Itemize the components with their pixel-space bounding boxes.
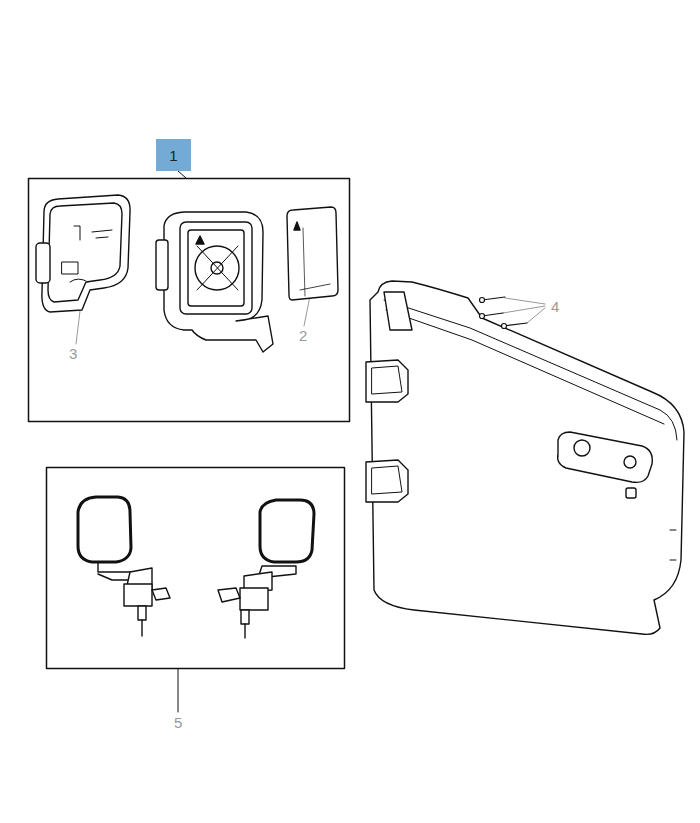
bolt: [482, 313, 503, 316]
bolt: [482, 297, 505, 300]
group-frame: [29, 179, 350, 669]
mirror-cover: [36, 243, 50, 283]
door-panel: [370, 281, 684, 634]
leader-line: [304, 296, 310, 326]
mirror-assembly: [78, 497, 314, 638]
mirror-glass: [287, 207, 338, 300]
mirror-assembly: [218, 588, 240, 602]
bolt: [480, 314, 485, 319]
door-panel: [366, 460, 408, 502]
callout-number: 4: [550, 299, 560, 314]
leader-line: [178, 669, 179, 712]
door-panel: [366, 281, 684, 634]
callout-box: 1: [156, 139, 191, 171]
mirror-assembly: [152, 588, 170, 600]
callout-number: 5: [173, 715, 183, 730]
door-panel: [372, 466, 402, 494]
mirror-cover: [42, 195, 130, 312]
mirror-assembly: [244, 624, 245, 638]
bolt: [480, 298, 485, 303]
mirror-housing: [156, 212, 273, 352]
door-panel: [624, 456, 636, 468]
callout-number: 1: [169, 148, 177, 163]
mirror-glass: [294, 222, 300, 230]
door-panel: [574, 440, 590, 456]
mirror-assembly: [124, 584, 152, 606]
mirror-cover: [48, 203, 122, 302]
door-panel: [386, 310, 664, 424]
mirror-assembly: [141, 620, 142, 636]
mirror-glass: [287, 207, 338, 300]
leader-line: [505, 298, 545, 304]
bolt: [502, 324, 507, 329]
mirror-housing: [197, 246, 238, 290]
mirror-glass: [303, 228, 305, 296]
mirror-cover: [74, 226, 112, 240]
mirror-assembly: [241, 610, 249, 624]
bolt: [504, 323, 527, 326]
mirror-housing: [195, 246, 239, 290]
door-panel: [558, 432, 653, 482]
mirror-assembly: [260, 500, 314, 562]
mirror-cover: [70, 279, 88, 282]
mirror-housing: [164, 212, 273, 352]
door-panel: [384, 292, 412, 330]
mirror-housing: [196, 236, 204, 244]
mirror-housing: [180, 222, 252, 314]
callout-number: 3: [68, 346, 78, 361]
leader-line: [76, 311, 80, 344]
door-panel: [366, 360, 408, 402]
callout-number: 2: [298, 328, 308, 343]
mirror-assembly: [138, 606, 146, 620]
door-panel: [626, 488, 636, 498]
group-frame: [29, 179, 350, 422]
leader-line: [527, 308, 545, 323]
mirror-housing: [188, 230, 244, 306]
leader-line: [178, 171, 186, 178]
mirror-housing: [156, 240, 168, 290]
mirror-cover: [36, 195, 130, 312]
mirror-assembly: [78, 497, 131, 562]
door-panel: [384, 300, 677, 440]
leader-line: [503, 306, 545, 313]
door-panel: [670, 530, 676, 560]
door-panel: [372, 366, 402, 394]
group-frame: [47, 468, 345, 669]
mirror-assembly: [240, 588, 268, 610]
mirror-cover: [62, 262, 78, 274]
bolt: [480, 297, 528, 329]
